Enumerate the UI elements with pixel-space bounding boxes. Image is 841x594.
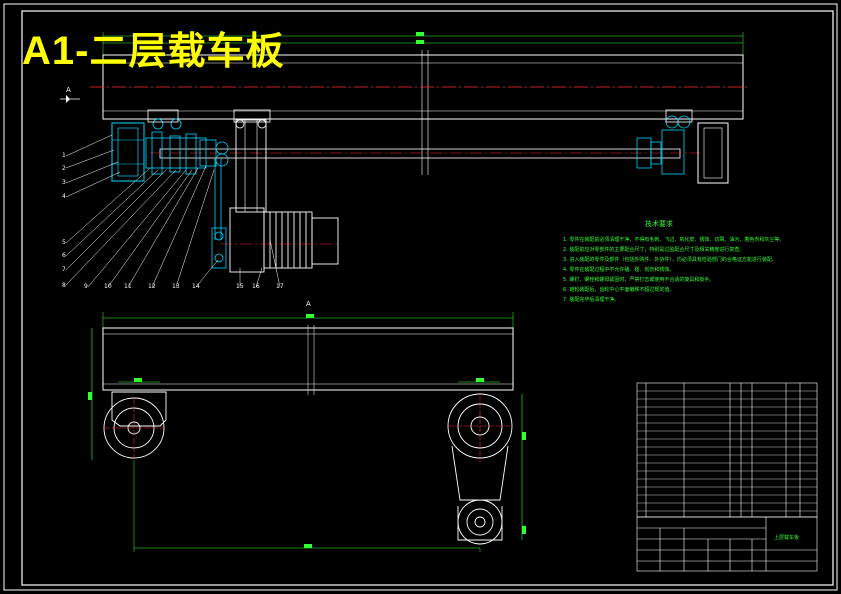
left-hub bbox=[111, 122, 145, 182]
title-block-drawing-name: 上层载车板 bbox=[774, 535, 800, 541]
requirement-line: 1. 零件在装配前必须清理干净，不得有毛刺、飞边、氧化皮、锈蚀、切屑、油污、着色… bbox=[563, 237, 785, 243]
left-front-wheel bbox=[103, 391, 167, 459]
parts-list bbox=[636, 382, 818, 518]
requirement-line: 5. 螺钉、螺栓和螺母紧固时，严禁打击或使用不合适的旋具和扳手。 bbox=[563, 277, 715, 283]
requirement-line: 7. 装配完毕后清理干净。 bbox=[563, 297, 620, 303]
leader-label: 16 bbox=[252, 283, 260, 290]
leader-label: 13 bbox=[172, 283, 180, 290]
right-coupling bbox=[636, 115, 691, 175]
requirement-line: 6. 链轮装配后，齿轮中心平面偏移不超过规定值。 bbox=[563, 287, 675, 293]
drawing-title-prefix: A1- bbox=[22, 29, 90, 73]
leader-label: 8 bbox=[62, 282, 66, 289]
leader-label: 3 bbox=[62, 179, 66, 186]
requirements-heading: 技术要求 bbox=[645, 220, 673, 228]
leader-label: 12 bbox=[148, 283, 156, 290]
right-wheel bbox=[697, 122, 729, 184]
inner-border bbox=[21, 10, 834, 586]
sprocket bbox=[211, 227, 227, 269]
requirement-line: 4. 零件在装配过程中不允许磕、碰、划伤和锈蚀。 bbox=[563, 267, 675, 273]
leader-label: 9 bbox=[84, 283, 88, 290]
drawing-title: A1-二层载车板 bbox=[22, 20, 284, 75]
drive-motor bbox=[229, 207, 339, 273]
view-mark: A bbox=[306, 300, 311, 308]
leader-label: 4 bbox=[62, 193, 66, 200]
requirement-line: 2. 装配前应对零部件的主要配合尺寸，特别是过盈配合尺寸及相关精度进行复查。 bbox=[563, 247, 745, 253]
leader-label: 7 bbox=[62, 266, 66, 273]
leader-label: 17 bbox=[276, 283, 284, 290]
drawing-title-main: 二层载车板 bbox=[89, 29, 285, 73]
top-view bbox=[60, 32, 750, 288]
leader-label: 2 bbox=[62, 165, 66, 172]
leader-label: 11 bbox=[124, 283, 132, 290]
section-mark: A bbox=[66, 86, 71, 94]
requirement-line: 3. 进入装配的零件及部件（包括外购件、外协件），均必须具有检验部门的合格证方能… bbox=[563, 257, 777, 263]
leader-label: 6 bbox=[62, 252, 66, 259]
right-front-wheel bbox=[447, 393, 513, 545]
front-view bbox=[88, 312, 526, 552]
leader-label: 1 bbox=[62, 152, 66, 159]
leader-label: 10 bbox=[104, 283, 112, 290]
parts-list-rows bbox=[637, 390, 817, 512]
drive-shaft bbox=[159, 148, 681, 159]
title-block bbox=[636, 516, 818, 572]
leader-label: 15 bbox=[236, 283, 244, 290]
leader-label: 14 bbox=[192, 283, 200, 290]
outer-border bbox=[3, 3, 838, 591]
leader-label: 5 bbox=[62, 239, 66, 246]
bearing-cluster bbox=[145, 118, 229, 175]
support-column bbox=[235, 119, 267, 213]
